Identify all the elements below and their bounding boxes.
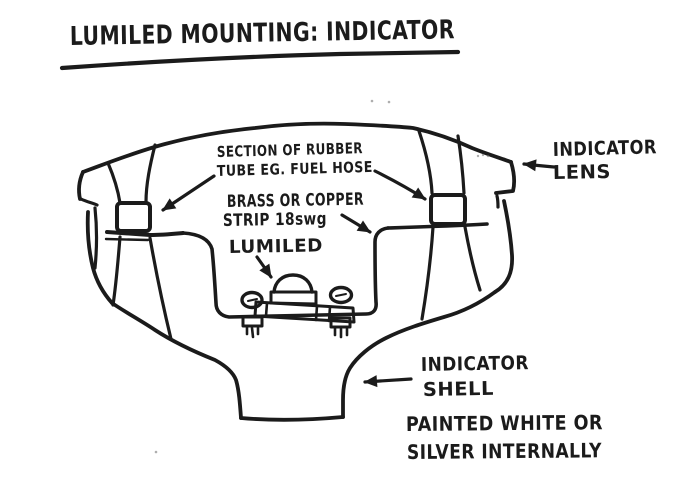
- right-column-line-inner: [417, 129, 434, 195]
- label-paint-line1: PAINTED WHITE OR: [406, 410, 603, 436]
- nut-left-threads: [245, 325, 260, 339]
- label-shell-line1: INDICATOR: [421, 352, 529, 376]
- left-column-line-inner: [144, 143, 157, 204]
- lumiled-dome: [272, 273, 314, 294]
- mounting-bar: [253, 300, 356, 324]
- shell-left-edge-lower: [85, 210, 114, 305]
- speck: [481, 153, 485, 157]
- bolt-head-left: [240, 290, 264, 310]
- page-title: LUMILED MOUNTING: INDICATOR: [70, 15, 455, 52]
- shell-right-flare-and-stem: [341, 290, 497, 419]
- label-lens-line1: INDICATOR: [553, 136, 658, 161]
- label-rubber-tube-line2: TUBE EG. FUEL HOSE: [217, 158, 373, 180]
- speck: [486, 154, 490, 158]
- lumiled-assembly: [240, 273, 356, 339]
- label-rubber-tube-line1: SECTION OF RUBBER: [217, 139, 363, 161]
- arrow-to-lumiled: [255, 255, 273, 279]
- right-column-line-lower-outer: [463, 225, 482, 292]
- shell-left-flare-and-stem: [110, 301, 243, 420]
- arrow-to-lens: [522, 159, 556, 172]
- label-lens-line2: LENS: [553, 161, 611, 184]
- bolt-head-right: [328, 285, 354, 305]
- left-column-line-outer: [106, 161, 122, 205]
- label-strip-line1: BRASS OR COPPER: [227, 190, 364, 212]
- label-shell-line2: SHELL: [423, 378, 494, 401]
- right-column-line-lower-inner: [420, 225, 435, 321]
- left-column-line-lower-inner: [148, 236, 173, 341]
- indicator-shell-outline: [77, 121, 516, 422]
- rubber-tube-left: [115, 201, 152, 233]
- brass-strip: [104, 222, 489, 319]
- nut-right-threads: [333, 326, 349, 339]
- lumiled-base-band: [269, 290, 318, 306]
- bolt-head-right-slot: [335, 293, 347, 297]
- left-column-line-lower-outer: [111, 235, 122, 307]
- speck: [154, 450, 158, 454]
- label-strip-line2: STRIP 18swg: [223, 209, 327, 231]
- mounting-bar-divisions: [264, 301, 332, 323]
- speck: [370, 99, 374, 103]
- title-block: LUMILED MOUNTING: INDICATOR: [59, 15, 461, 71]
- shell-right-edge-lower: [493, 199, 514, 294]
- rubber-tube-right: [429, 193, 467, 226]
- nut-right: [329, 316, 352, 329]
- arrow-to-right-tube: [373, 169, 427, 201]
- nut-left: [241, 315, 264, 328]
- bolt-head-left-slot: [247, 298, 258, 302]
- annotation-text: SECTION OF RUBBER TUBE EG. FUEL HOSE BRA…: [217, 136, 657, 464]
- strip-right-segment: [386, 222, 489, 230]
- strip-left-segment: [105, 230, 185, 237]
- speck: [476, 154, 480, 158]
- shell-inner-lines: [106, 129, 482, 341]
- shell-left-notch-tick: [93, 206, 99, 270]
- strip-u-bend: [181, 226, 390, 319]
- paper-specks: [154, 99, 490, 454]
- right-column-line-outer: [456, 134, 466, 195]
- label-lumiled: LUMILED: [229, 235, 323, 258]
- strip-left-thickness-line: [104, 237, 150, 242]
- arrow-to-shell: [363, 375, 413, 388]
- shell-left-edge-upper: [77, 170, 85, 201]
- shell-right-notch-tick: [495, 194, 500, 209]
- speck: [387, 100, 391, 104]
- arrow-to-strip: [340, 213, 372, 234]
- title-underline: [59, 49, 461, 71]
- arrow-to-left-tube: [161, 174, 216, 212]
- shell-top-edge: [81, 121, 513, 174]
- shell-left-notch-step: [79, 197, 99, 207]
- annotation-arrows: [161, 159, 556, 388]
- shell-right-edge-upper: [494, 160, 516, 195]
- label-paint-line2: SILVER INTERNALLY: [407, 438, 602, 464]
- shell-stem-bottom: [239, 415, 345, 422]
